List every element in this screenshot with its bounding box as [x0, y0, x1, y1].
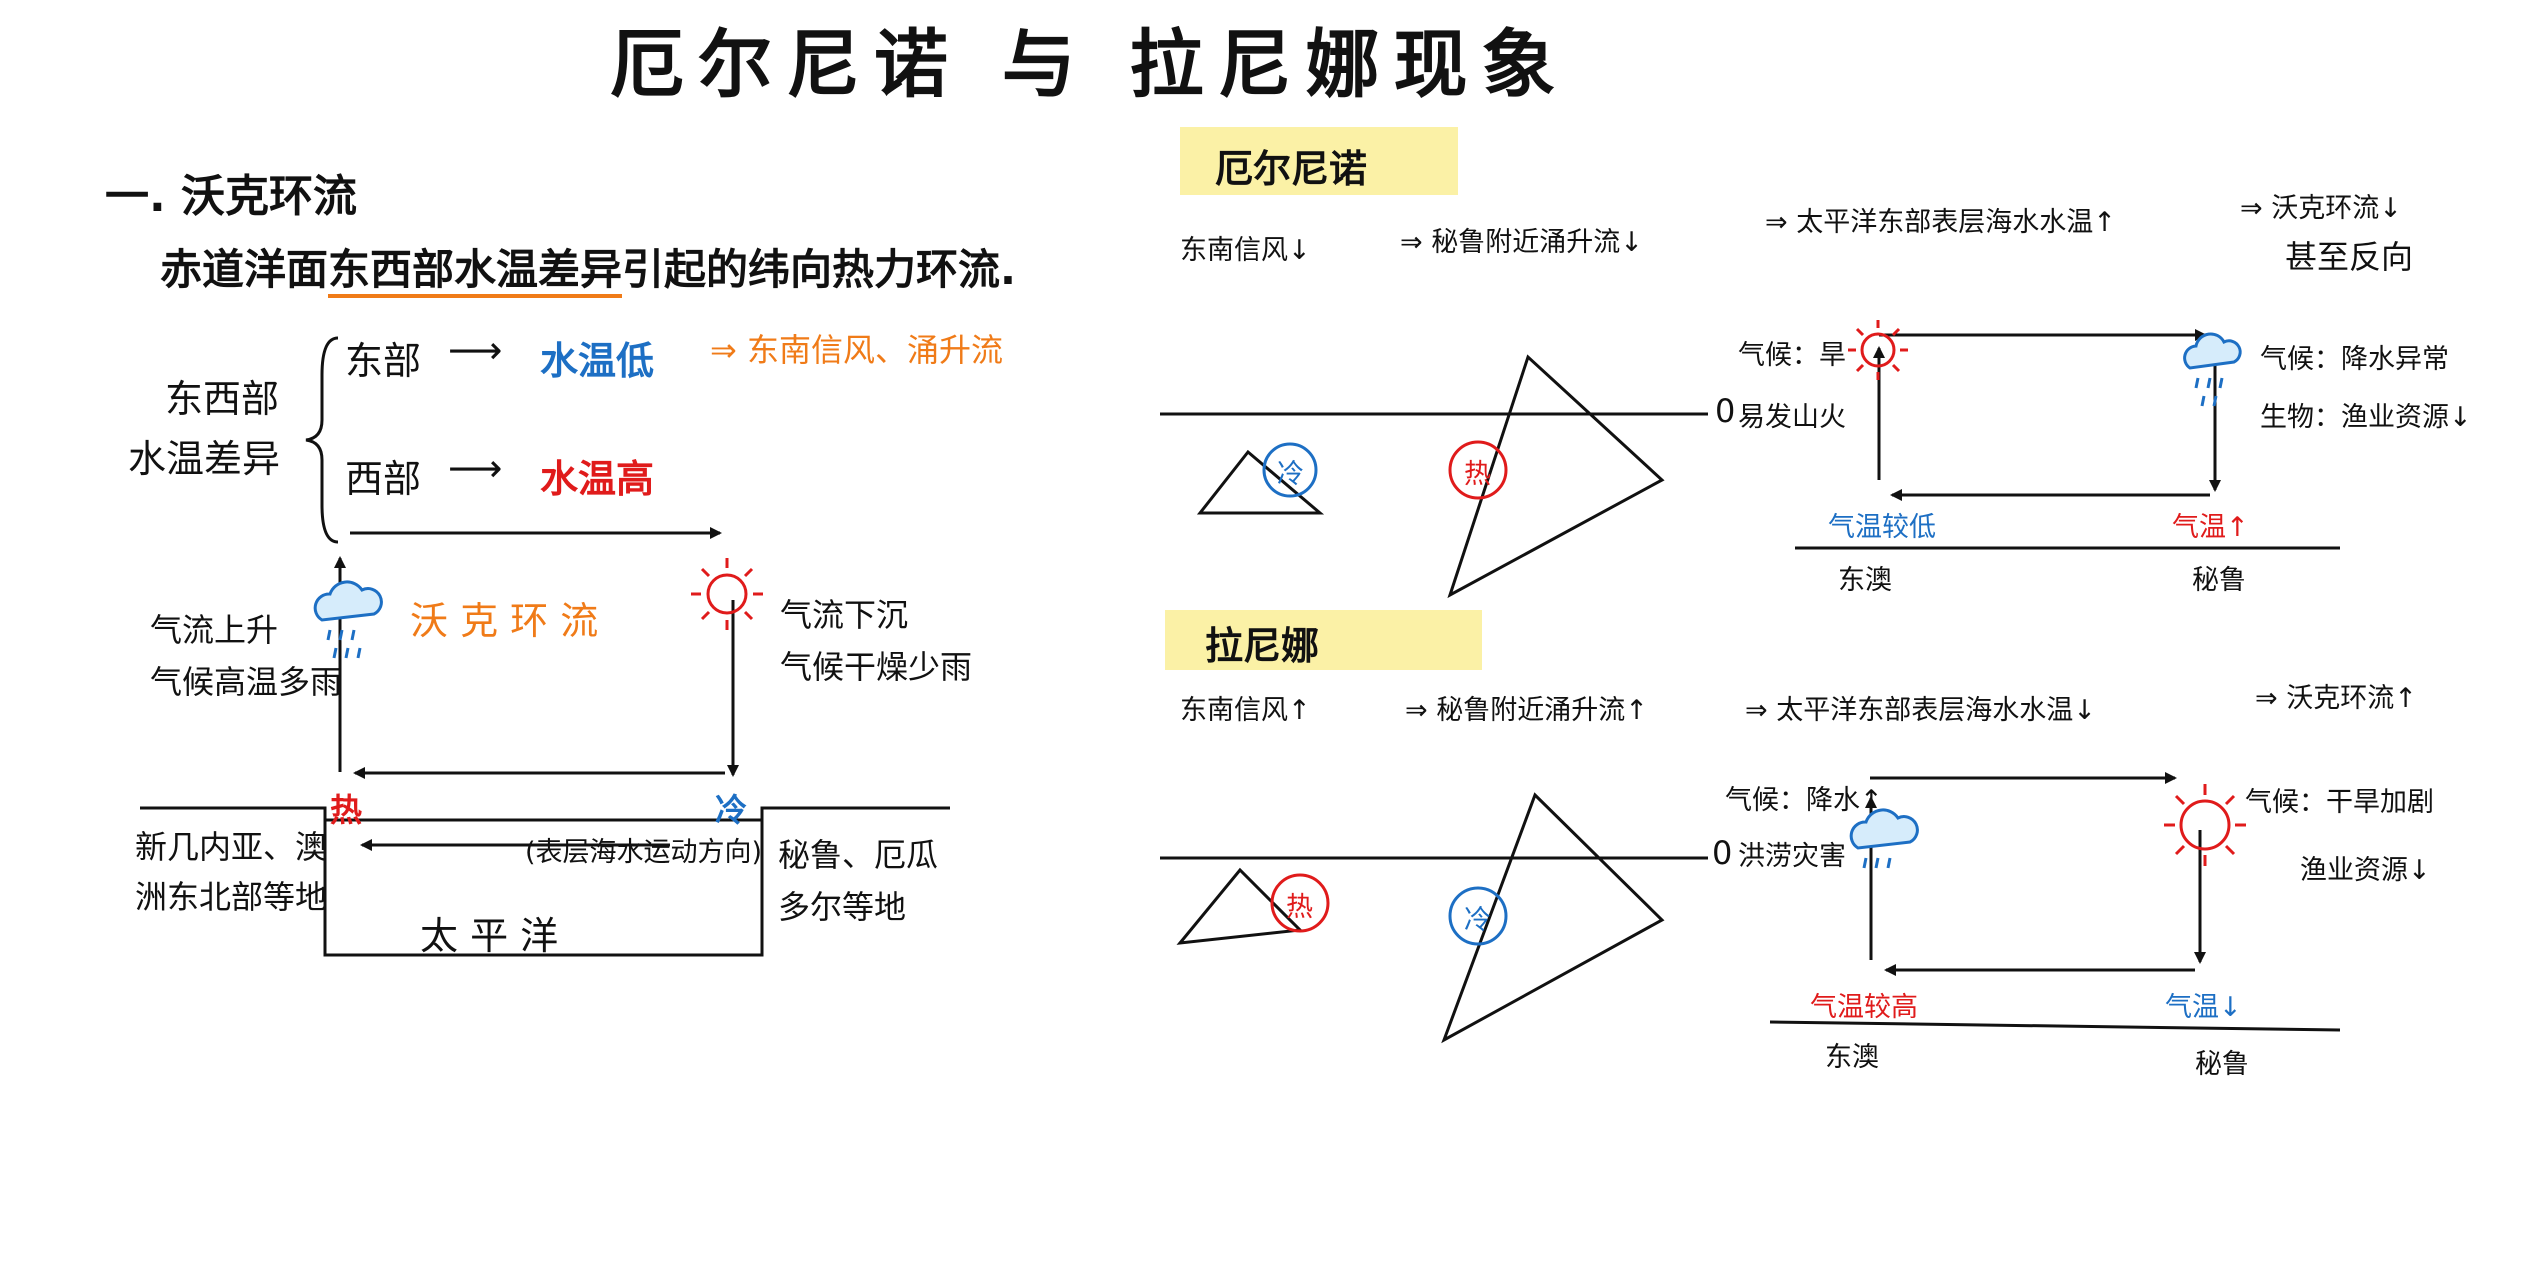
left-text-2: 气候高温多雨 — [150, 663, 343, 701]
la-nina-hot-text: 热 — [1286, 892, 1313, 923]
el-nino-chain-5: 甚至反向 — [2285, 238, 2414, 276]
la-nina-zero: 0 — [1712, 834, 1733, 872]
la-nina-east-place: 秘鲁 — [2195, 1049, 2249, 1080]
australia-shape-small — [1196, 449, 1325, 515]
page-title: 厄尔尼诺 与 拉尼娜现象 — [610, 22, 1570, 108]
brace — [305, 336, 339, 544]
east-effect: ⇒ 东南信风、涌升流 — [710, 331, 1003, 369]
la-nina-east-temp: 气温↓ — [2165, 992, 2242, 1023]
el-nino-west-place: 东澳 — [1838, 565, 1892, 596]
la-nina-diagram — [1160, 772, 2341, 1044]
west-label: 西部 — [345, 457, 422, 501]
right-text-1: 气流下沉 — [780, 596, 909, 634]
la-nina-ground-line — [1769, 1020, 2341, 1032]
el-nino-cold-circle — [1262, 442, 1318, 498]
south-america-shape-la-nina — [1441, 792, 1665, 1044]
la-nina-west-climate: 气候：降水↑ — [1725, 785, 1883, 816]
el-nino-label: 厄尔尼诺 — [1215, 147, 1368, 191]
definition-underlined: 东西部水温差异 — [328, 245, 623, 298]
el-nino-west-temp: 气温较低 — [1828, 512, 1936, 543]
brace-label-2: 水温差异 — [128, 437, 281, 481]
la-nina-label: 拉尼娜 — [1205, 624, 1320, 668]
cold-mark: 冷 — [715, 791, 748, 829]
la-nina-label-highlight — [1165, 610, 1482, 670]
el-nino-chain-1: 东南信风↓ — [1180, 235, 1311, 266]
el-nino-rain-cloud-icon — [2183, 332, 2242, 407]
la-nina-chain-4: ⇒ 沃克环流↑ — [2255, 683, 2417, 714]
hot-mark: 热 — [330, 791, 363, 829]
east-label: 东部 — [345, 339, 422, 383]
la-nina-east-climate: 气候：干旱加剧 — [2245, 787, 2434, 818]
la-nina-chain-1: 东南信风↑ — [1180, 695, 1311, 726]
walker-diagram — [140, 336, 950, 957]
sun-icon — [691, 558, 763, 630]
la-nina-west-flood: 洪涝灾害 — [1738, 841, 1846, 872]
la-nina-cold-text: 冷 — [1464, 905, 1491, 936]
la-nina-sun-icon — [2164, 784, 2246, 866]
walker-loop-label: 沃 克 环 流 — [410, 599, 599, 643]
el-nino-chain-3: ⇒ 太平洋东部表层海水水温↑ — [1765, 207, 2116, 238]
el-nino-hot-text: 热 — [1464, 459, 1491, 490]
australia-shape-la-nina — [1176, 867, 1304, 945]
definition-post: 引起的纬向热力环流. — [622, 245, 1016, 294]
right-text-2: 气候干燥少雨 — [780, 648, 973, 686]
el-nino-zero: 0 — [1715, 392, 1736, 430]
la-nina-hot-circle — [1270, 873, 1330, 933]
rain-cloud-icon — [313, 580, 383, 659]
south-america-shape — [1447, 354, 1665, 599]
section-heading: 一. 沃克环流 — [105, 171, 358, 222]
el-nino-label-highlight — [1180, 127, 1458, 195]
el-nino-west-fire: 易发山火 — [1738, 402, 1846, 433]
la-nina-chain-3: ⇒ 太平洋东部表层海水水温↓ — [1745, 695, 2096, 726]
right-land-2: 多尔等地 — [778, 888, 907, 926]
ocean-basin — [140, 806, 950, 957]
west-arrow: ⟶ — [448, 446, 503, 490]
west-result: 水温高 — [540, 457, 655, 501]
current-note: (表层海水运动方向) — [525, 837, 763, 868]
el-nino-chain-4: ⇒ 沃克环流↓ — [2240, 193, 2402, 224]
east-arrow: ⟶ — [448, 328, 503, 372]
el-nino-chain-2: ⇒ 秘鲁附近涌升流↓ — [1400, 227, 1643, 258]
definition: 赤道洋面东西部水温差异引起的纬向热力环流. — [160, 236, 1016, 298]
la-nina-east-bio: 渔业资源↓ — [2300, 855, 2431, 886]
el-nino-east-place: 秘鲁 — [2192, 565, 2246, 596]
ocean-label: 太 平 洋 — [420, 914, 559, 958]
el-nino-hot-circle — [1448, 440, 1508, 500]
la-nina-rain-cloud-icon — [1849, 808, 1919, 869]
left-text-1: 气流上升 — [150, 611, 279, 649]
right-land-1: 秘鲁、厄瓜 — [778, 836, 939, 874]
east-result: 水温低 — [540, 339, 655, 383]
el-nino-east-temp: 气温↑ — [2172, 512, 2249, 543]
definition-pre: 赤道洋面 — [160, 245, 329, 294]
el-nino-west-climate: 气候：旱 — [1738, 340, 1846, 371]
brace-label-1: 东西部 — [165, 377, 280, 421]
la-nina-cold-circle — [1448, 886, 1508, 946]
la-nina-west-place: 东澳 — [1825, 1042, 1879, 1073]
el-nino-diagram — [1160, 329, 2340, 599]
left-land-2: 洲东北部等地 — [135, 878, 328, 916]
el-nino-east-climate: 气候：降水异常 — [2260, 344, 2449, 375]
el-nino-sun-icon — [1848, 320, 1908, 380]
la-nina-chain-2: ⇒ 秘鲁附近涌升流↑ — [1405, 695, 1648, 726]
el-nino-east-bio: 生物：渔业资源↓ — [2260, 402, 2472, 433]
left-land-1: 新几内亚、澳 — [135, 828, 328, 866]
la-nina-west-temp: 气温较高 — [1810, 992, 1918, 1023]
el-nino-cold-text: 冷 — [1277, 459, 1304, 490]
